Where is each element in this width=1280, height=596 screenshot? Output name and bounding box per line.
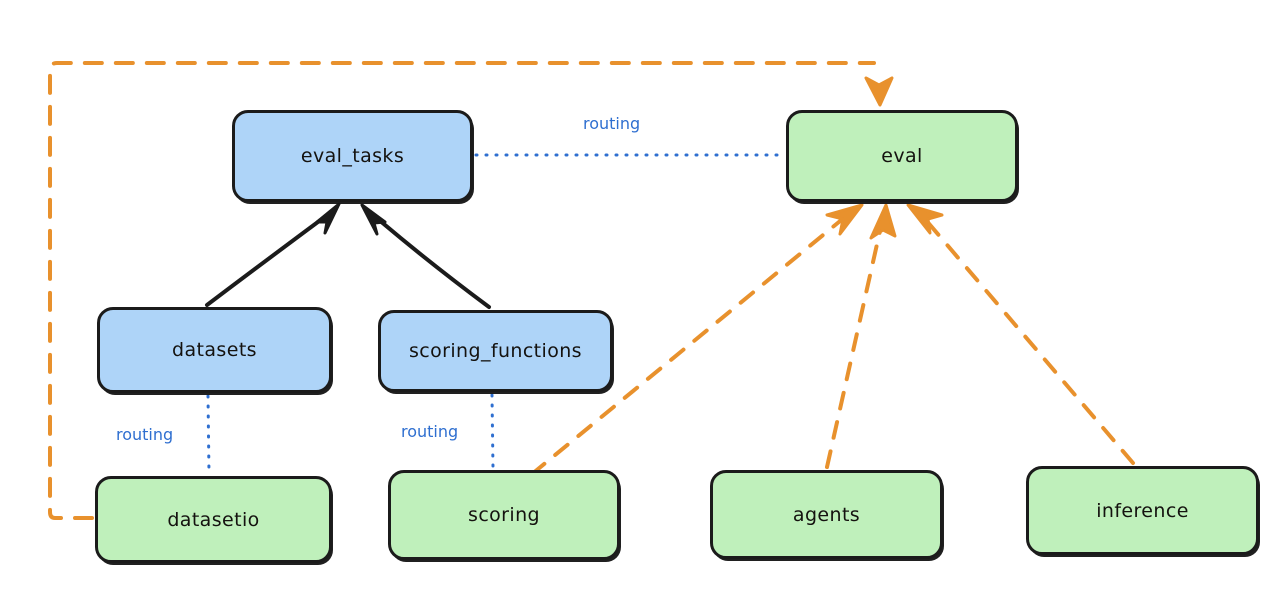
node-scoring-functions-label: scoring_functions [409, 340, 582, 362]
node-eval[interactable]: eval [786, 110, 1018, 202]
node-eval-tasks-label: eval_tasks [300, 145, 405, 167]
edge-inference-to-eval [906, 203, 1135, 465]
edge-scoring-functions-to-eval-tasks [360, 203, 491, 309]
edge-datasetio-to-eval [48, 61, 894, 520]
node-inference-label: inference [1096, 499, 1189, 522]
node-agents[interactable]: agents [710, 470, 943, 559]
node-datasetio[interactable]: datasetio [95, 476, 332, 563]
node-agents-label: agents [792, 503, 861, 526]
edge-datasets-to-eval-tasks [205, 202, 341, 307]
node-scoring[interactable]: scoring [388, 470, 620, 560]
edge-datasets-to-datasetio [206, 394, 211, 476]
node-eval-label: eval [881, 145, 923, 167]
node-scoring-functions[interactable]: scoring_functions [378, 310, 613, 392]
node-eval-tasks[interactable]: eval_tasks [232, 110, 473, 202]
node-datasetio-label: datasetio [167, 508, 260, 531]
edge-scoring-functions-to-scoring [490, 393, 495, 470]
edge-scoring-to-eval [530, 203, 864, 476]
edge-agents-to-eval [825, 203, 897, 469]
edge-label-routing-scoring-functions-scoring: routing [398, 422, 462, 441]
edge-label-routing-datasets-datasetio: routing [113, 425, 177, 444]
edge-label-routing-eval-tasks-eval: routing [580, 114, 644, 133]
node-scoring-label: scoring [468, 504, 540, 526]
node-inference[interactable]: inference [1026, 466, 1259, 555]
node-datasets-label: datasets [172, 339, 257, 361]
node-datasets[interactable]: datasets [97, 307, 332, 393]
